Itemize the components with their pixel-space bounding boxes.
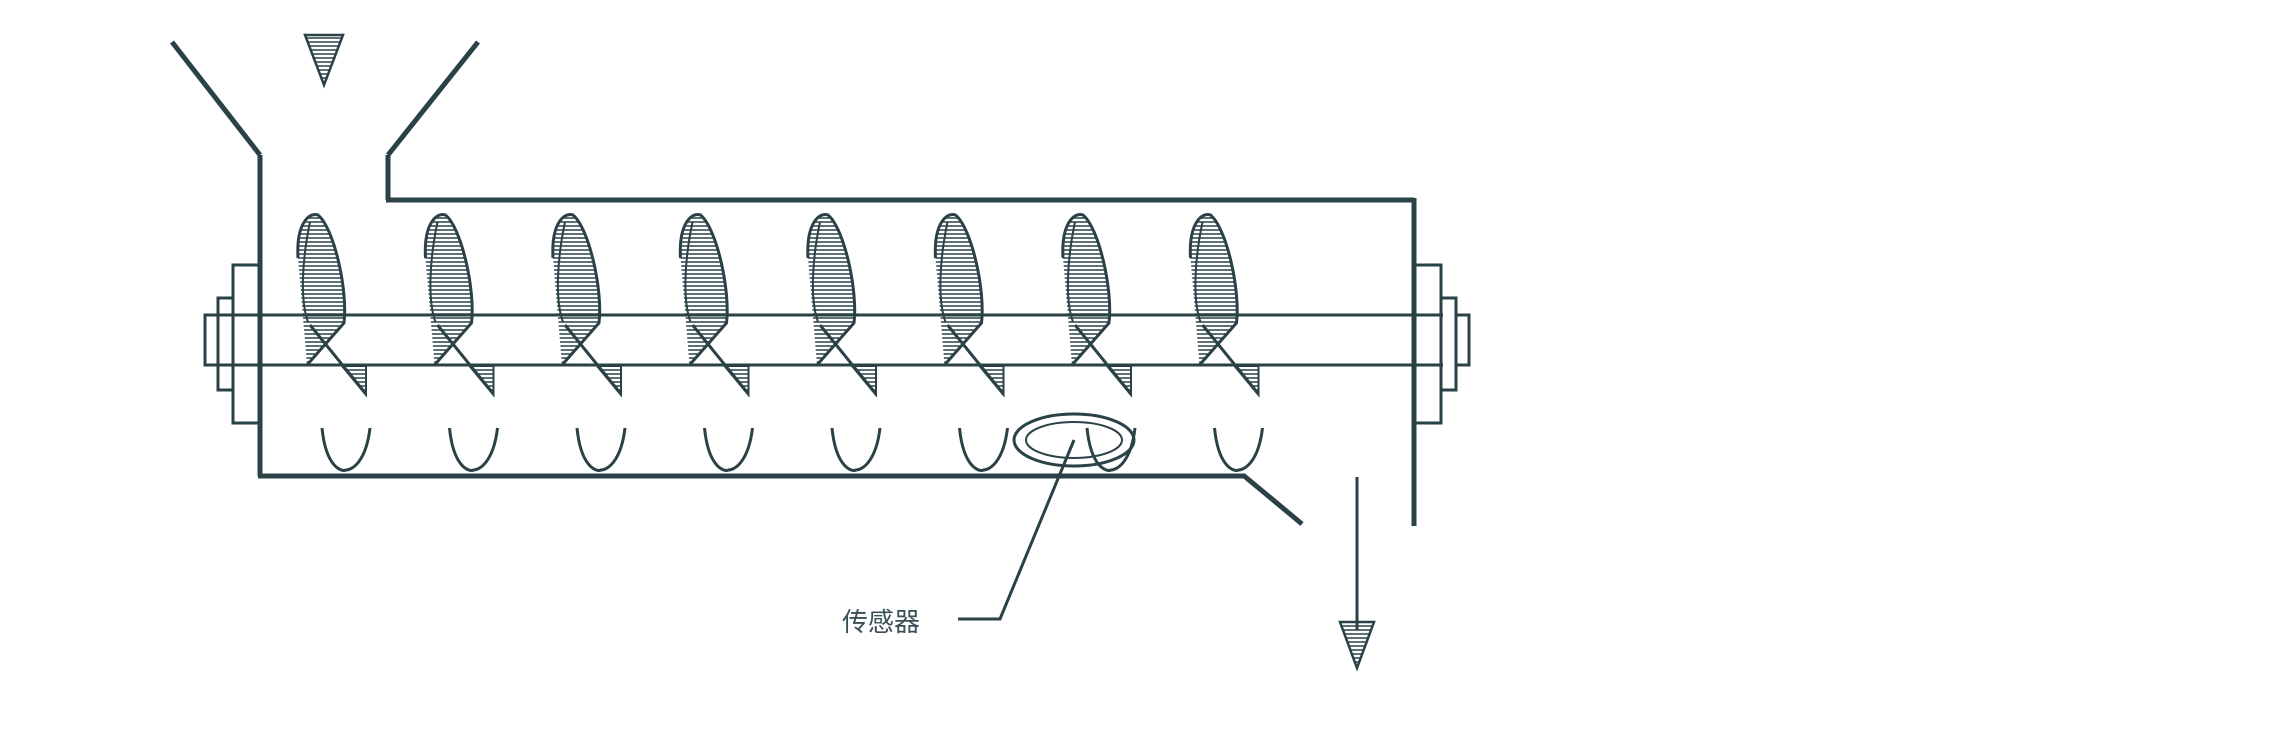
screw-flight-icon bbox=[933, 213, 1009, 472]
left-bearing bbox=[203, 263, 262, 425]
outlet-arrow-icon bbox=[1338, 477, 1376, 672]
screw-flight-icon bbox=[296, 213, 372, 472]
sensor-icon bbox=[958, 412, 1136, 621]
screw-flight-icon bbox=[678, 213, 754, 472]
screw-flight-icon bbox=[806, 213, 882, 472]
trough-housing bbox=[257, 155, 1417, 526]
hopper bbox=[170, 40, 480, 157]
screw-flights bbox=[296, 213, 1264, 472]
right-bearing bbox=[1412, 263, 1471, 425]
inlet-arrow-icon bbox=[303, 33, 345, 89]
screw-flight-icon bbox=[551, 213, 627, 472]
sensor-label: 传感器 bbox=[842, 608, 920, 638]
screw-flight-icon bbox=[1188, 213, 1264, 472]
screw-flight-icon bbox=[1061, 213, 1137, 472]
screw-flight-icon bbox=[423, 213, 499, 472]
